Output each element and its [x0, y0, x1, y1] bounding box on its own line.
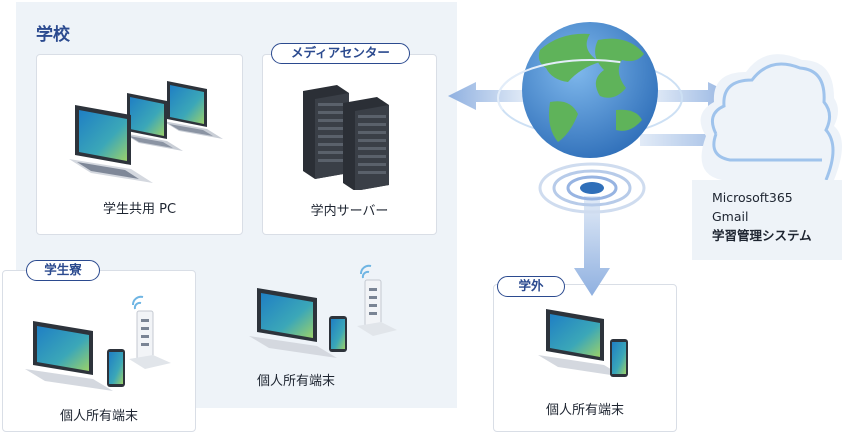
- cloud-service-microsoft365: Microsoft365: [712, 190, 793, 205]
- outside-device-caption: 個人所有端末: [545, 403, 624, 418]
- smartphone-icon: [107, 349, 125, 387]
- school-label: 学校: [36, 25, 70, 45]
- campus-server-caption: 学内サーバー: [310, 204, 389, 219]
- dorm-card: 個人所有端末: [2, 270, 196, 432]
- media-center-card: 学内サーバー: [262, 54, 437, 235]
- cloud-services-caption: Microsoft365 Gmail 学習管理システム: [712, 188, 812, 245]
- shared-pc-card: 学生共用 PC: [36, 54, 243, 235]
- cloud-service-gmail: Gmail: [712, 209, 749, 224]
- media-center-pill: メディアセンター: [271, 43, 410, 64]
- network-graphics: [430, 10, 842, 300]
- laptop-icon: [163, 81, 223, 139]
- outside-device-icons: [520, 299, 640, 394]
- signal-waves-icon: [538, 162, 646, 214]
- outside-card: 個人所有端末: [493, 284, 677, 432]
- arrow-to-school-icon: [448, 82, 526, 110]
- laptop-icon: [249, 288, 337, 358]
- wifi-router-icon: [129, 295, 171, 369]
- dorm-device-caption: 個人所有端末: [59, 409, 138, 424]
- smartphone-icon: [329, 316, 347, 352]
- laptop-icon: [25, 321, 113, 391]
- laptop-icon: [123, 93, 183, 151]
- globe-icon: [497, 22, 683, 158]
- school-device-caption: 個人所有端末: [257, 374, 336, 389]
- dorm-pill: 学生寮: [26, 260, 100, 281]
- shared-pc-caption: 学生共用 PC: [102, 202, 177, 217]
- arrow-to-outside-icon: [574, 196, 610, 296]
- dorm-device-icons: [21, 287, 186, 397]
- laptop-icon: [69, 105, 153, 183]
- laptop-icon: [538, 309, 624, 377]
- wifi-router-icon: [357, 264, 397, 336]
- server-rack-icon: [303, 85, 403, 190]
- cloud-icon: [692, 54, 842, 260]
- outside-pill: 学外: [497, 276, 565, 297]
- cloud-service-lms: 学習管理システム: [712, 228, 812, 243]
- laptop-icon-group: [59, 79, 229, 189]
- smartphone-icon: [610, 339, 628, 377]
- school-device-icons: [245, 260, 405, 360]
